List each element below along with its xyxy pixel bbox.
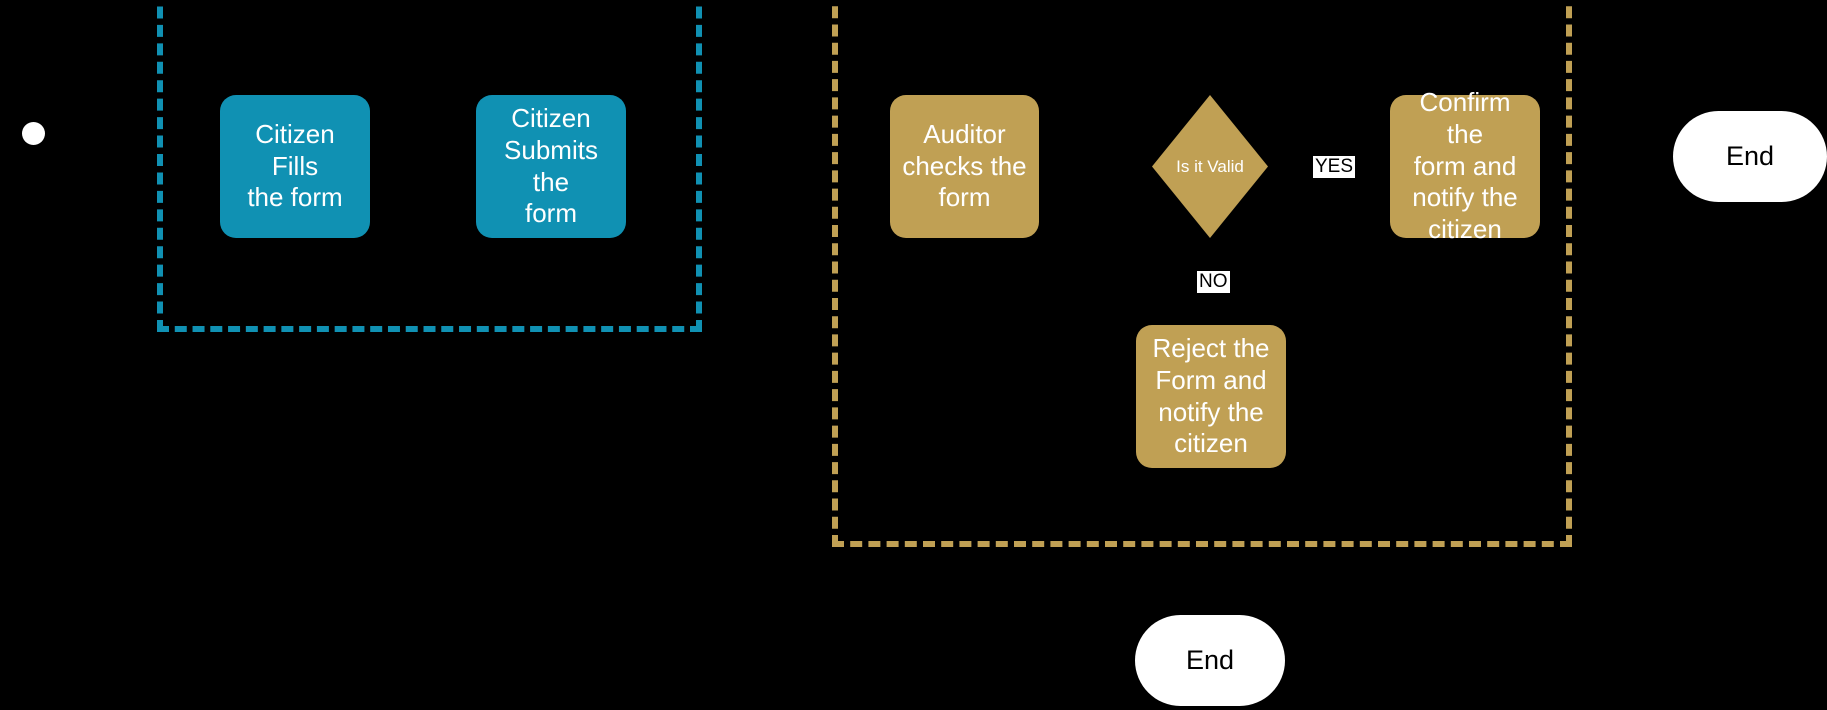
- auditor-swimlane: [832, 0, 1572, 547]
- decision-is-it-valid[interactable]: Is it Valid: [1152, 95, 1268, 238]
- terminator-end-bottom[interactable]: End: [1135, 615, 1285, 706]
- node-citizen-fills-the-form[interactable]: Citizen Fills the form: [220, 95, 370, 238]
- decision-label: Is it Valid: [1176, 156, 1244, 176]
- terminator-end-right[interactable]: End: [1673, 111, 1827, 202]
- start-node-dot[interactable]: [22, 122, 45, 145]
- edge-label-no: NO: [1197, 271, 1230, 293]
- node-reject-form-and-notify-citizen[interactable]: Reject the Form and notify the citizen: [1136, 325, 1286, 468]
- node-citizen-submits-the-form[interactable]: Citizen Submits the form: [476, 95, 626, 238]
- node-confirm-form-and-notify-citizen[interactable]: Confirm the form and notify the citizen: [1390, 87, 1540, 244]
- edge-label-yes: YES: [1313, 156, 1356, 178]
- node-auditor-checks-the-form[interactable]: Auditor checks the form: [890, 95, 1039, 238]
- citizen-swimlane: [157, 0, 702, 332]
